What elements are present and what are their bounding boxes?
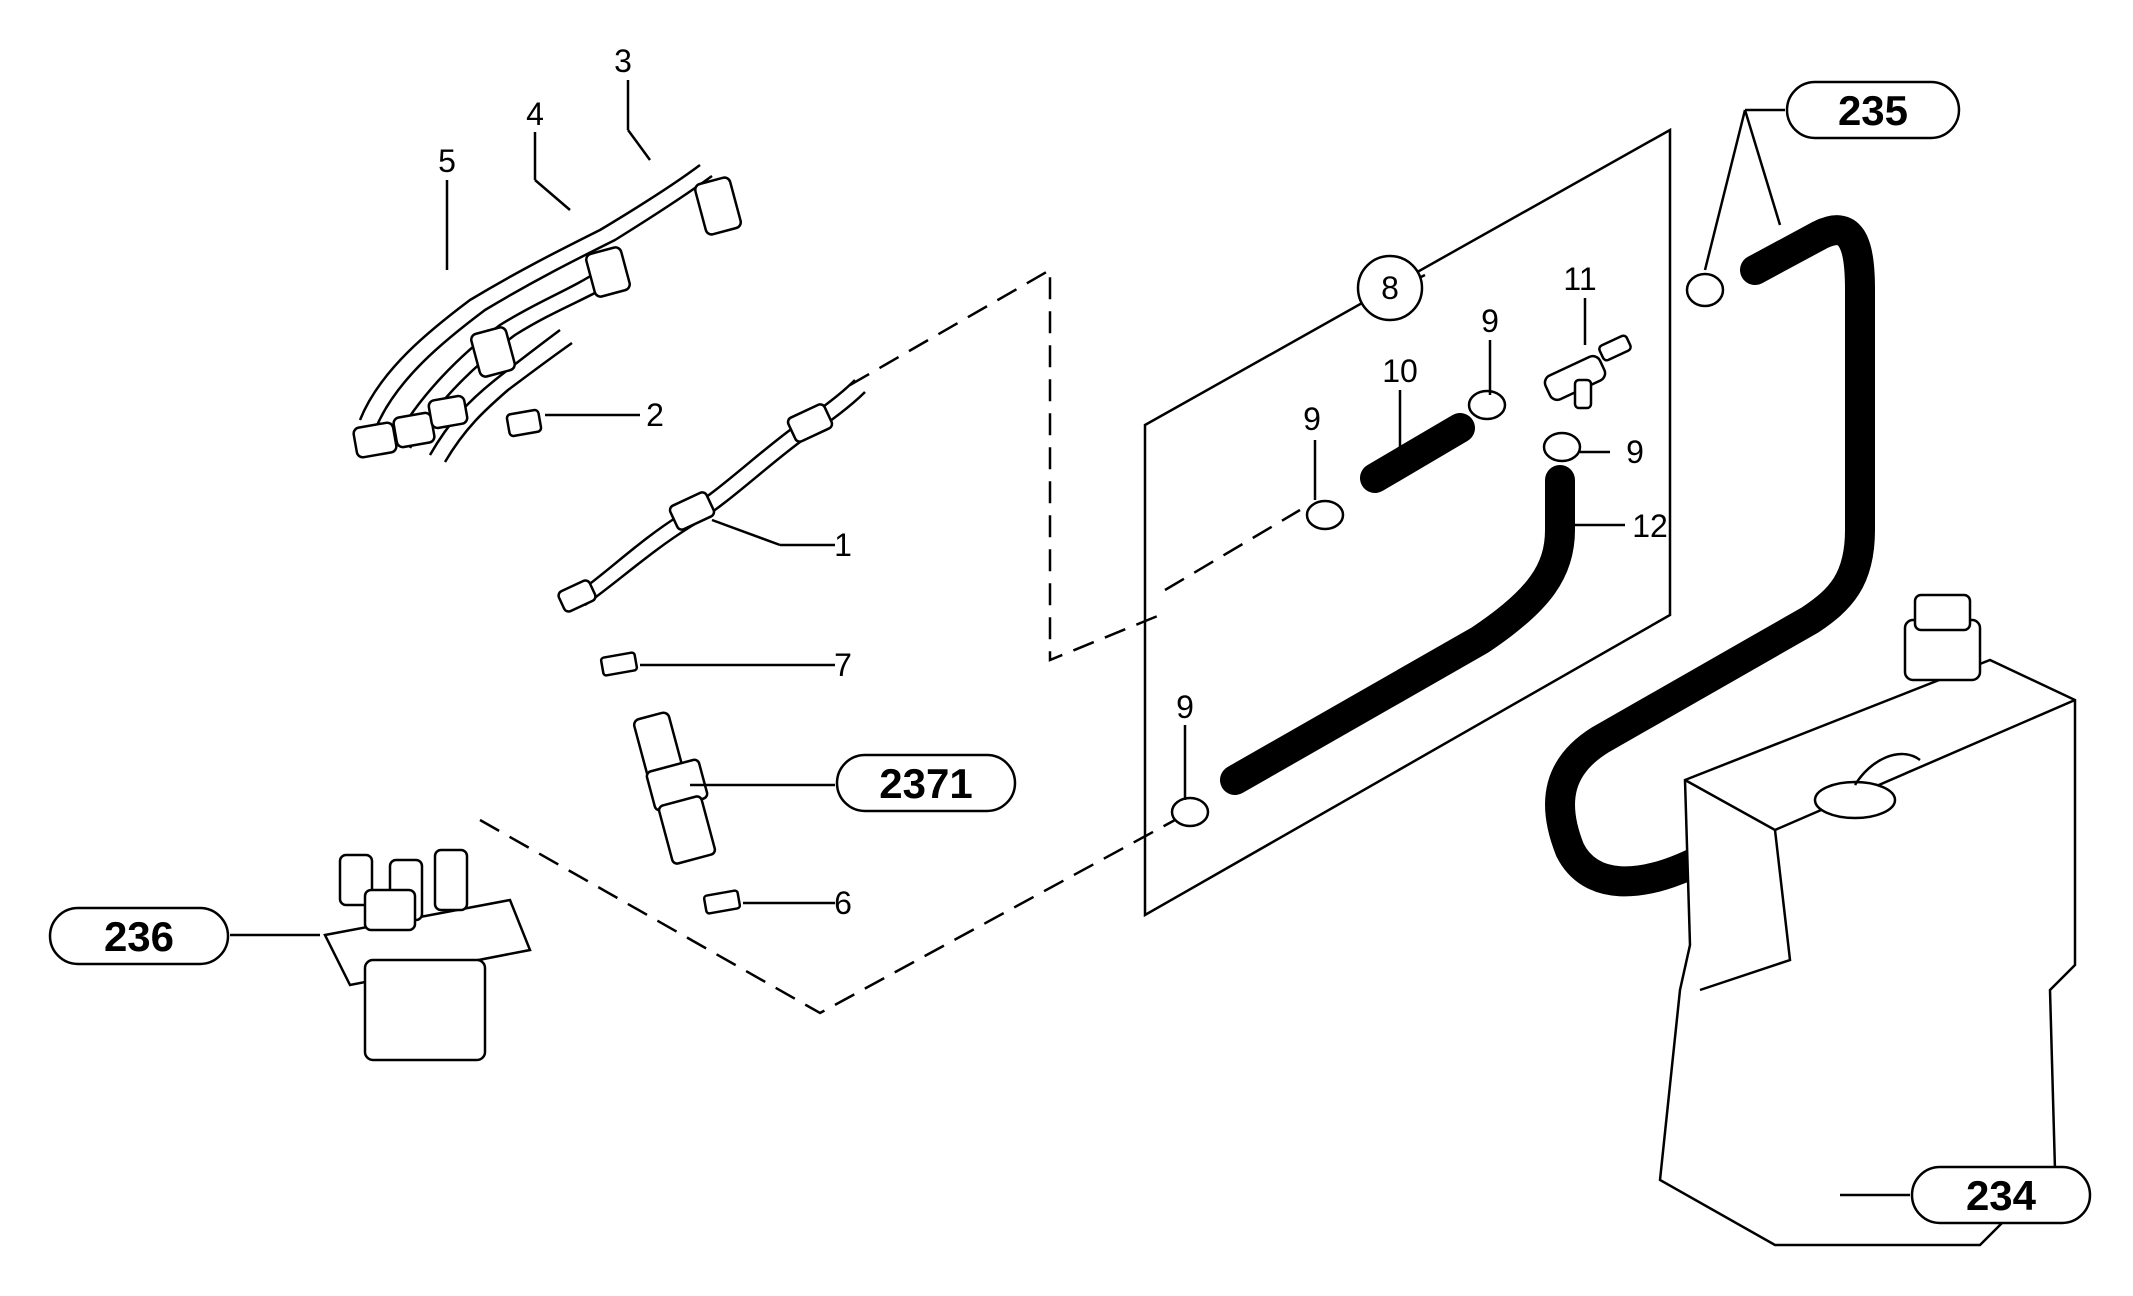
dashed-leader-lower <box>479 818 1176 1015</box>
hose-part-12 <box>1220 465 1575 795</box>
callout-5: 5 <box>438 143 456 179</box>
injector <box>632 711 717 865</box>
callout-8: 8 <box>1381 270 1399 306</box>
assembly-2371: 2371 <box>879 760 972 807</box>
callout-1: 1 <box>834 527 852 563</box>
hose-part-10 <box>1360 413 1475 493</box>
injection-pump <box>323 848 532 1062</box>
fuel-tank <box>1658 593 2077 1247</box>
return-hose <box>1545 215 1875 897</box>
callout-2: 2 <box>646 397 664 433</box>
callout-9-left: 9 <box>1303 401 1321 437</box>
clamp-235 <box>1685 272 1725 308</box>
washer-part-6 <box>702 889 742 915</box>
callout-9-upper: 9 <box>1481 303 1499 339</box>
callout-6: 6 <box>834 885 852 921</box>
assembly-234: 234 <box>1966 1172 2037 1219</box>
callout-8-circle <box>1356 254 1424 322</box>
assembly-234-pill <box>1910 1165 2092 1225</box>
injection-pipes <box>352 163 743 463</box>
callout-11: 11 <box>1563 261 1596 297</box>
assembly-236: 236 <box>104 913 174 960</box>
callout-3: 3 <box>614 43 632 79</box>
clip-part-2 <box>505 408 543 438</box>
assembly-235: 235 <box>1838 87 1908 134</box>
assembly-2371-pill <box>835 753 1017 813</box>
tee-fitting <box>1543 334 1632 410</box>
callout-12: 12 <box>1632 508 1668 544</box>
callout-10: 10 <box>1382 353 1418 389</box>
assembly-235-pill <box>1785 80 1961 140</box>
callout-4: 4 <box>526 96 544 132</box>
hose-clamps <box>1170 389 1582 828</box>
dashed-leader-upper <box>849 267 1161 662</box>
kit-panel-8 <box>1143 127 1672 918</box>
assembly-236-pill <box>48 906 230 966</box>
washer-part-7 <box>599 651 639 677</box>
callout-9-lower: 9 <box>1176 689 1194 725</box>
callout-7: 7 <box>834 647 852 683</box>
leak-off-pipe <box>557 379 866 613</box>
callout-9-right: 9 <box>1626 434 1644 470</box>
